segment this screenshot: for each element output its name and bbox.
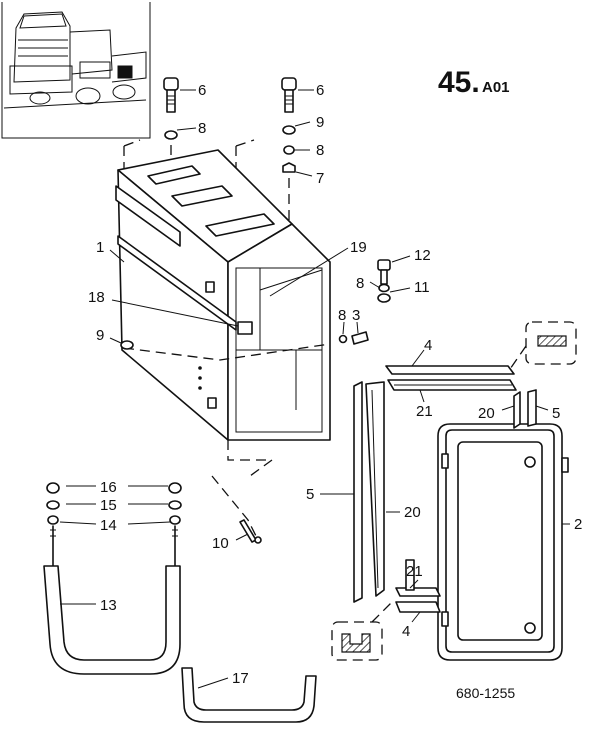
callout-13: 13 — [100, 597, 117, 614]
profile-inset-top — [507, 321, 577, 373]
callout-9: 9 — [316, 114, 324, 131]
callout-12: 12 — [414, 247, 431, 264]
page-ref-main: 45. — [438, 66, 480, 99]
callout-7: 7 — [316, 170, 324, 187]
callout-8: 8 — [356, 275, 364, 292]
callout-21: 21 — [406, 563, 423, 580]
callout-14: 14 — [100, 517, 117, 534]
callout-17: 17 — [232, 670, 249, 687]
callout-5: 5 — [552, 405, 560, 422]
callout-5: 5 — [306, 486, 314, 503]
callout-8: 8 — [198, 120, 206, 137]
battery-box — [115, 139, 331, 541]
callout-20: 20 — [478, 405, 495, 422]
rail-strip-top — [385, 365, 517, 391]
truck-thumbnail — [1, 2, 151, 139]
battery-lid — [437, 423, 569, 661]
callout-8: 8 — [316, 142, 324, 159]
callout-19: 19 — [350, 239, 367, 256]
callout-11: 11 — [414, 279, 430, 296]
callout-8: 8 — [338, 307, 346, 324]
lid-strips-upper — [513, 389, 537, 429]
seal-strips-vertical — [353, 381, 385, 603]
callout-6: 6 — [316, 82, 324, 99]
page-ref-suffix: A01 — [482, 79, 510, 96]
callout-15: 15 — [100, 497, 117, 514]
rail-strip-bottom — [395, 559, 441, 613]
callout-4: 4 — [424, 337, 432, 354]
callout-9: 9 — [96, 327, 104, 344]
u-bracket-assembly — [43, 482, 182, 675]
callout-3: 3 — [352, 307, 360, 324]
leader-lines — [59, 89, 570, 689]
callout-20: 20 — [404, 504, 421, 521]
callout-10: 10 — [212, 535, 229, 552]
support-bracket — [181, 667, 317, 723]
callout-4: 4 — [402, 623, 410, 640]
callout-6: 6 — [198, 82, 206, 99]
profile-inset-bottom — [331, 601, 393, 661]
callout-16: 16 — [100, 479, 117, 496]
callout-labels: 6 6 8 9 8 7 1 19 12 8 11 18 8 3 9 4 21 2… — [88, 82, 582, 687]
side-fasteners — [120, 259, 391, 544]
callout-18: 18 — [88, 289, 105, 306]
callout-21: 21 — [416, 403, 433, 420]
callout-2: 2 — [574, 516, 582, 533]
drawing-number: 680-1255 — [456, 685, 515, 701]
top-fasteners — [163, 77, 297, 173]
callout-1: 1 — [96, 239, 104, 256]
